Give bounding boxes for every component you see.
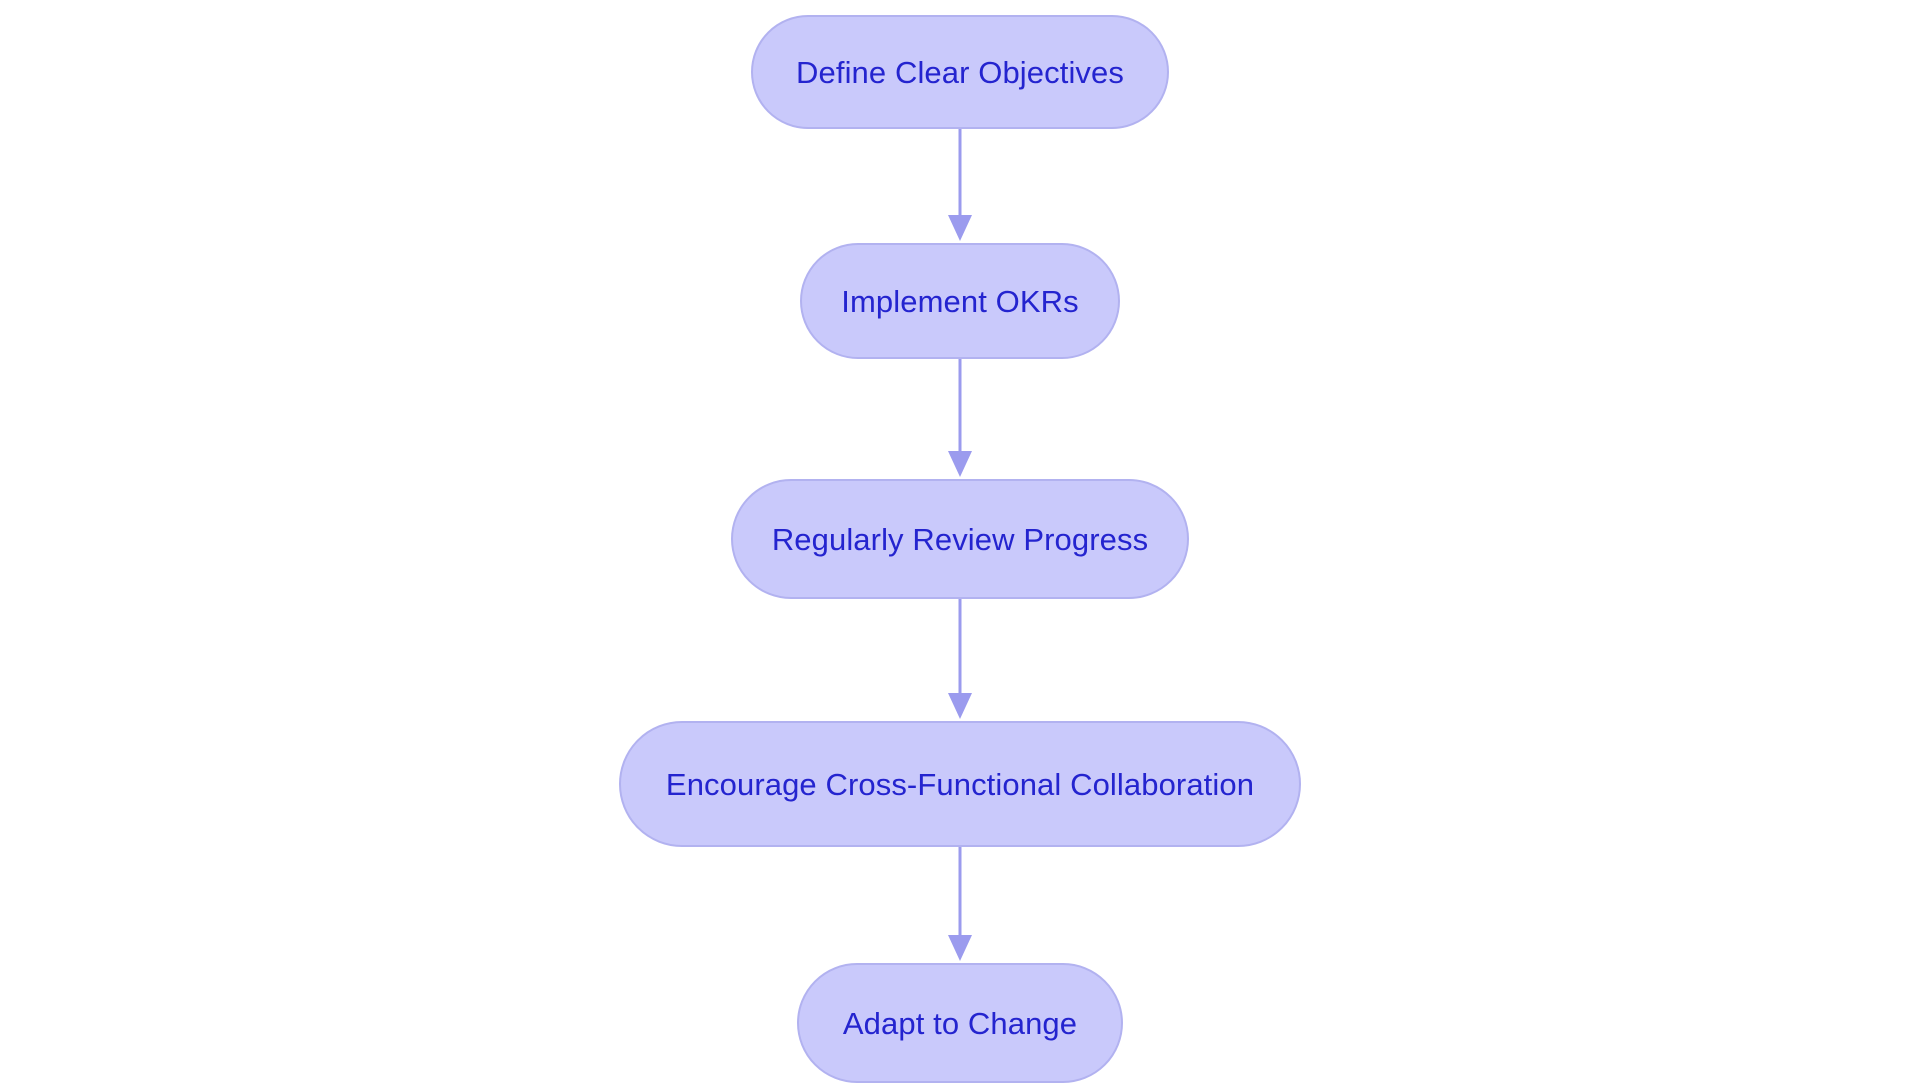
flowchart-node-regularly-review-progress[interactable]: Regularly Review Progress [731, 479, 1189, 600]
arrow-head-down-icon [948, 935, 972, 962]
flowchart-node-label: Regularly Review Progress [771, 521, 1149, 557]
flowchart-node-label: Encourage Cross-Functional Collaboration [665, 766, 1255, 802]
flowchart-edge-n1-to-n2 [940, 129, 980, 243]
arrow-head-down-icon [948, 451, 972, 478]
flowchart-node-label: Adapt to Change [842, 1005, 1078, 1041]
flowchart-node-implement-okrs[interactable]: Implement OKRs [800, 243, 1120, 360]
flowchart-node-define-clear-objectives[interactable]: Define Clear Objectives [751, 15, 1169, 130]
flowchart-edge-n2-to-n3 [940, 359, 980, 479]
flowchart-edge-n4-to-n5 [940, 847, 980, 963]
flowchart-node-adapt-to-change[interactable]: Adapt to Change [797, 963, 1123, 1083]
flowchart-node-label: Define Clear Objectives [796, 54, 1124, 90]
flowchart-node-label: Implement OKRs [841, 283, 1079, 319]
flowchart-edge-n3-to-n4 [940, 599, 980, 721]
arrow-head-down-icon [948, 215, 972, 242]
arrow-head-down-icon [948, 693, 972, 720]
flowchart-node-encourage-cross-functional-collaboration[interactable]: Encourage Cross-Functional Collaboration [619, 721, 1301, 848]
